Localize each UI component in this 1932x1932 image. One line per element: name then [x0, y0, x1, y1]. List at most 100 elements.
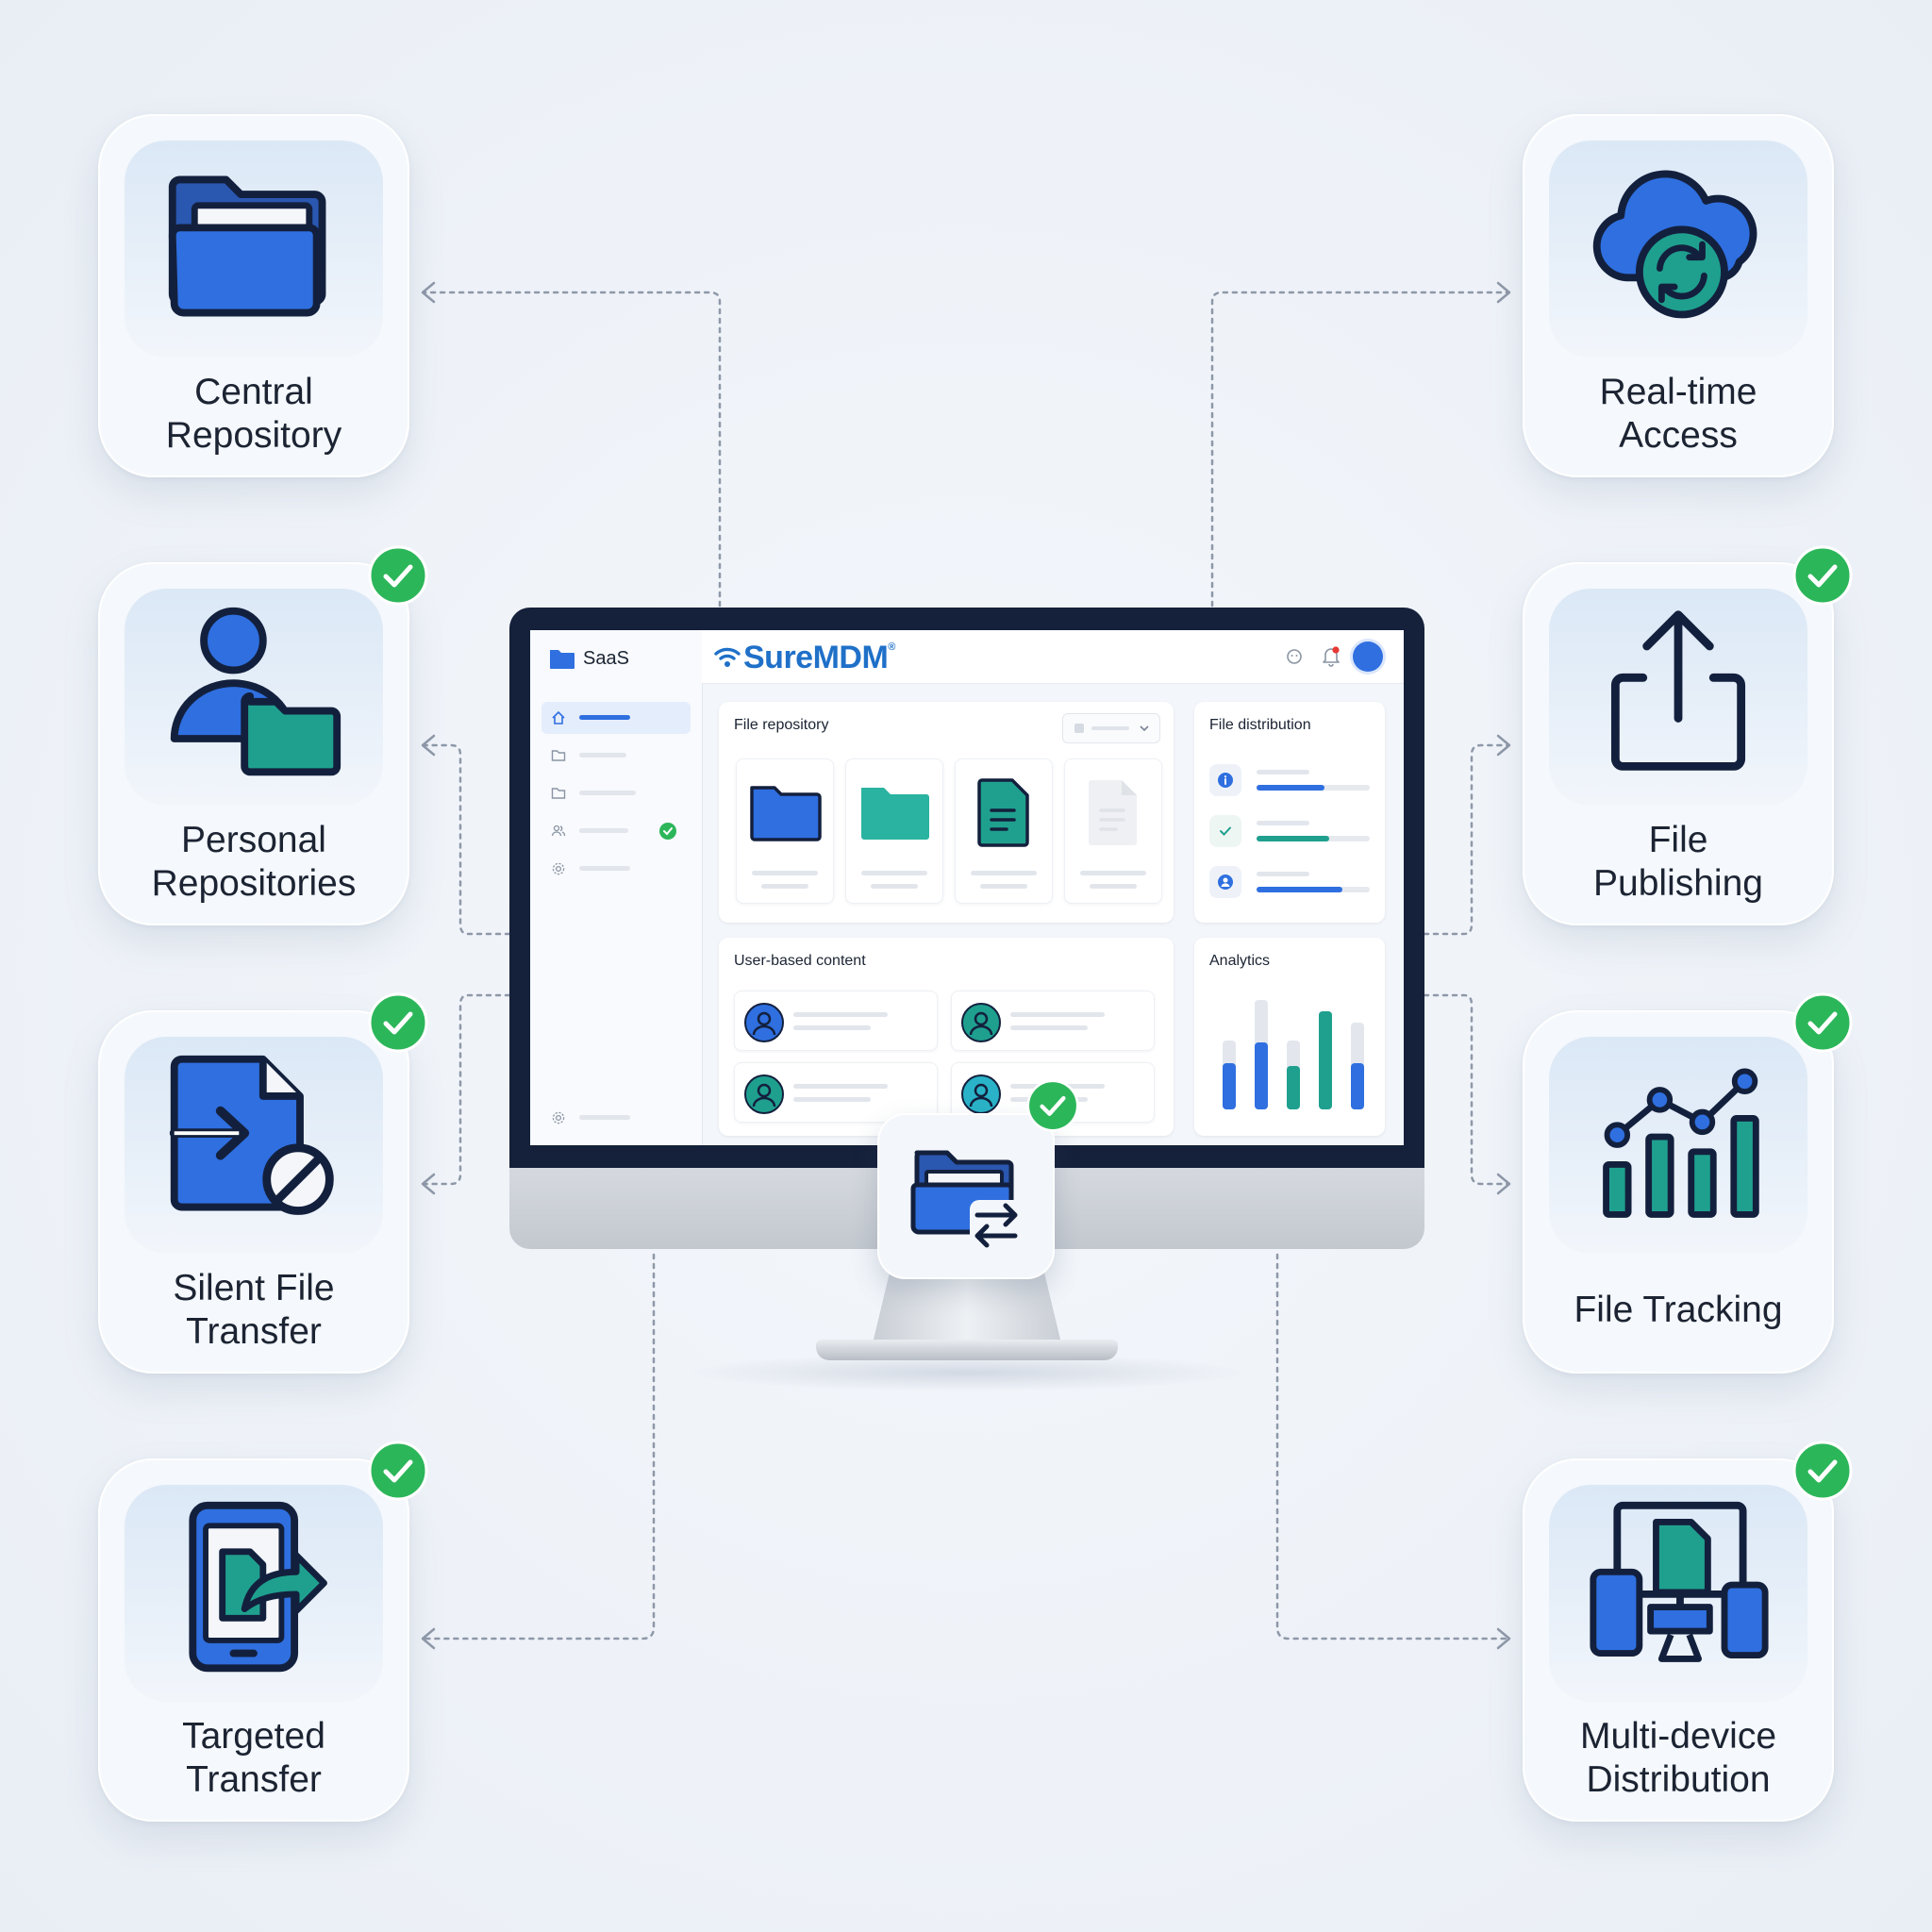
- check-badge-icon: [1026, 1079, 1079, 1132]
- sidebar-item-folder[interactable]: [541, 740, 691, 772]
- sidebar-item-folder-2[interactable]: [541, 777, 691, 809]
- distribution-row-icon: [1209, 815, 1241, 847]
- distribution-label-line: [1257, 872, 1309, 876]
- user-card-line: [1010, 1025, 1088, 1030]
- tile-label-line: [1090, 884, 1137, 889]
- feature-card-multi-device-distribution: Multi-device Distribution: [1523, 1458, 1834, 1822]
- users-icon: [551, 824, 566, 837]
- tile-label-line: [1080, 871, 1146, 875]
- person-icon: [752, 1011, 776, 1036]
- wifi-logo-icon: [714, 647, 741, 667]
- distribution-progress-track: [1257, 887, 1370, 892]
- user-card-line: [793, 1025, 871, 1030]
- bell-icon[interactable]: [1321, 645, 1341, 668]
- center-transfer-tile: [877, 1113, 1055, 1279]
- chevron-down-icon: [1140, 725, 1149, 732]
- distribution-row-icon: [1209, 866, 1241, 898]
- avatar[interactable]: [1353, 641, 1383, 672]
- analytics-bar: [1351, 1063, 1364, 1109]
- feature-label: File Tracking: [1574, 1290, 1783, 1330]
- tile-label-line: [761, 884, 808, 889]
- user-avatar-icon: [961, 1003, 1001, 1042]
- document-icon: [1089, 780, 1137, 845]
- sidebar-item-label-line: [579, 753, 626, 758]
- user-card[interactable]: [951, 991, 1155, 1051]
- user-card-line: [1010, 1012, 1105, 1017]
- user-card[interactable]: [734, 1062, 938, 1123]
- gear-icon: [552, 1111, 565, 1124]
- feature-label: Real-time Access: [1599, 372, 1757, 456]
- analytics-bar: [1319, 1011, 1332, 1109]
- analytics-bar: [1255, 1042, 1268, 1109]
- repository-tile-document-empty[interactable]: [1064, 758, 1162, 904]
- sidebar-item-users[interactable]: [541, 815, 691, 847]
- folder-icon: [750, 786, 822, 841]
- repository-filter-dropdown[interactable]: [1062, 713, 1160, 743]
- user-avatar-icon: [961, 1074, 1001, 1114]
- distribution-progress-fill: [1257, 836, 1329, 841]
- file-transfer-blocked-icon: [169, 1055, 334, 1215]
- dropdown-value-line: [1091, 726, 1129, 730]
- sidebar-item-label-line: [579, 1115, 630, 1120]
- cloud-sync-icon: [1592, 170, 1757, 319]
- feature-card-real-time-access: Real-time Access: [1523, 114, 1834, 477]
- feature-label: Targeted Transfer: [182, 1716, 325, 1800]
- repository-tile-document[interactable]: [955, 758, 1053, 904]
- document-icon: [977, 778, 1029, 847]
- sidebar-item-label-line: [579, 866, 630, 871]
- user-card-line: [793, 1084, 888, 1089]
- distribution-row-icon: [1209, 764, 1241, 796]
- file-distribution-panel: File distribution: [1194, 702, 1385, 923]
- check-badge-icon: [368, 992, 428, 1053]
- sidebar-item-label-line: [579, 791, 636, 795]
- check-icon: [1220, 826, 1231, 836]
- check-badge-icon: [1792, 1441, 1853, 1501]
- check-badge-icon: [368, 1441, 428, 1501]
- phone-share-icon: [189, 1501, 327, 1673]
- feature-card-file-tracking: File Tracking: [1523, 1010, 1834, 1374]
- repository-tile-folder-teal[interactable]: [845, 758, 943, 904]
- user-folder-icon: [170, 607, 341, 776]
- distribution-progress-fill: [1257, 785, 1324, 791]
- tile-label-line: [861, 871, 927, 875]
- brand-logo: SureMDM®: [743, 640, 895, 676]
- multi-device-icon: [1590, 1501, 1769, 1662]
- person-icon: [969, 1083, 993, 1108]
- feature-card-central-repository: Central Repository: [98, 114, 409, 477]
- user-card-line: [793, 1012, 888, 1017]
- folder-outline-icon: [551, 788, 566, 799]
- feature-label: Silent File Transfer: [173, 1268, 335, 1352]
- sidebar-item-label-line: [579, 828, 628, 833]
- feature-card-file-publishing: File Publishing: [1523, 562, 1834, 925]
- person-icon: [752, 1083, 776, 1108]
- feature-label: Multi-device Distribution: [1579, 1716, 1777, 1800]
- analytics-panel: Analytics: [1194, 938, 1385, 1136]
- sidebar-item-home[interactable]: [541, 702, 691, 734]
- analytics-bar: [1223, 1063, 1236, 1109]
- help-icon[interactable]: [1285, 647, 1304, 666]
- tile-label-line: [980, 884, 1027, 889]
- brand-name: SureMDM: [743, 640, 889, 675]
- user-card[interactable]: [734, 991, 938, 1051]
- panel-title: File repository: [734, 717, 829, 733]
- file-repository-panel: File repository: [719, 702, 1174, 923]
- sidebar-item-bottom-settings[interactable]: [541, 1102, 691, 1134]
- folder-icon: [550, 650, 575, 669]
- feature-card-personal-repositories: Personal Repositories: [98, 562, 409, 925]
- check-badge-icon: [368, 545, 428, 606]
- upload-icon: [1610, 610, 1746, 771]
- user-card-line: [793, 1097, 871, 1102]
- distribution-progress-fill: [1257, 887, 1342, 892]
- sidebar-item-settings[interactable]: [541, 853, 691, 885]
- feature-label: File Publishing: [1593, 820, 1763, 904]
- distribution-progress-track: [1257, 785, 1370, 791]
- panel-title: User-based content: [734, 953, 866, 969]
- app-topbar: SureMDM®: [702, 630, 1404, 684]
- tile-label-line: [752, 871, 818, 875]
- repository-tile-folder-blue[interactable]: [736, 758, 834, 904]
- analytics-bar: [1287, 1066, 1300, 1109]
- feature-card-silent-file-transfer: Silent File Transfer: [98, 1010, 409, 1374]
- bar-chart-trend-icon: [1603, 1068, 1759, 1218]
- check-badge-icon: [1792, 992, 1853, 1053]
